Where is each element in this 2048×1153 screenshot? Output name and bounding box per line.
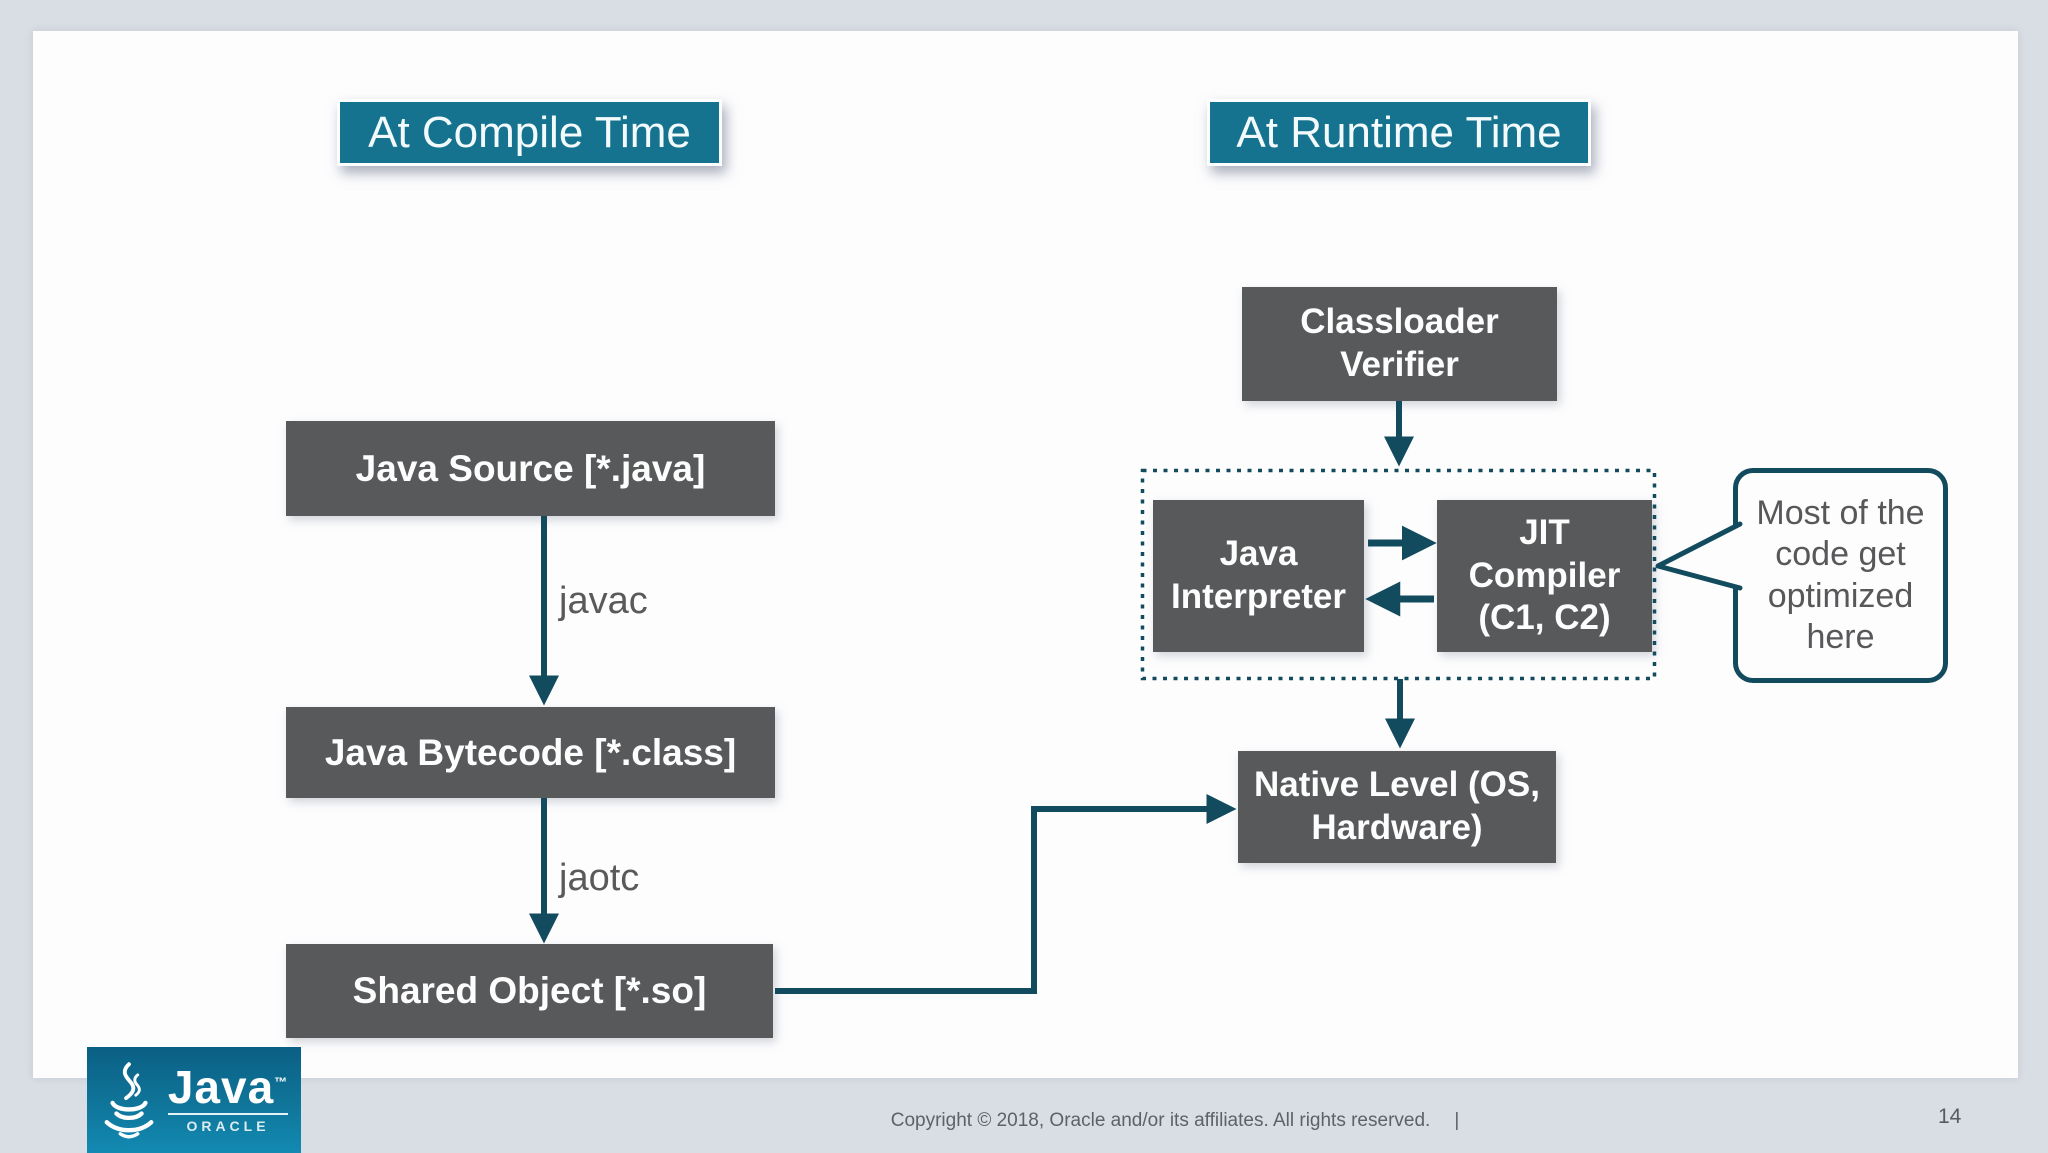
compile-time-header-label: At Compile Time [368,107,691,157]
shared-object-node: Shared Object [*.so] [286,944,773,1038]
footer-copyright-text: Copyright © 2018, Oracle and/or its affi… [890,1110,1431,1131]
native-level-node-label: Native Level (OS, Hardware) [1254,765,1540,847]
page-number: 14 [1938,1105,1962,1128]
runtime-time-header: At Runtime Time [1207,99,1591,166]
slide-background [33,31,2018,1078]
java-oracle-logo: Java™ ORACLE [87,1047,301,1153]
java-interpreter-node-label: Java Interpreter [1170,534,1347,616]
java-logo-brand: Java™ [167,1060,289,1113]
javac-edge-label: javac [559,580,648,622]
java-interpreter-node: Java Interpreter [1153,500,1364,652]
java-source-node-label: Java Source [*.java] [355,447,706,489]
footer-copyright: Copyright © 2018, Oracle and/or its affi… [302,1110,2048,1132]
java-source-node: Java Source [*.java] [286,421,775,516]
trademark-symbol: ™ [274,1074,289,1090]
classloader-verifier-node-label: Classloader Verifier [1300,302,1499,384]
shared-object-node-label: Shared Object [*.so] [352,970,707,1012]
oracle-logo-text: ORACLE [167,1113,289,1134]
jit-compiler-node-label: JIT Compiler (C1, C2) [1468,512,1621,638]
java-logo-text: Java™ ORACLE [167,1060,289,1134]
java-bytecode-node: Java Bytecode [*.class] [286,707,775,798]
java-bytecode-node-label: Java Bytecode [*.class] [324,731,737,773]
jit-compiler-node: JIT Compiler (C1, C2) [1437,500,1652,652]
java-cup-icon [104,1062,154,1139]
footer-separator: | [1454,1110,1460,1131]
optimization-callout: Most of the code get optimized here [1733,468,1948,683]
compile-time-header: At Compile Time [337,99,722,166]
runtime-time-header-label: At Runtime Time [1236,107,1562,157]
optimization-callout-text: Most of the code get optimized here [1756,493,1925,656]
native-level-node: Native Level (OS, Hardware) [1238,751,1556,863]
classloader-verifier-node: Classloader Verifier [1242,287,1557,401]
jaotc-edge-label: jaotc [559,857,640,899]
